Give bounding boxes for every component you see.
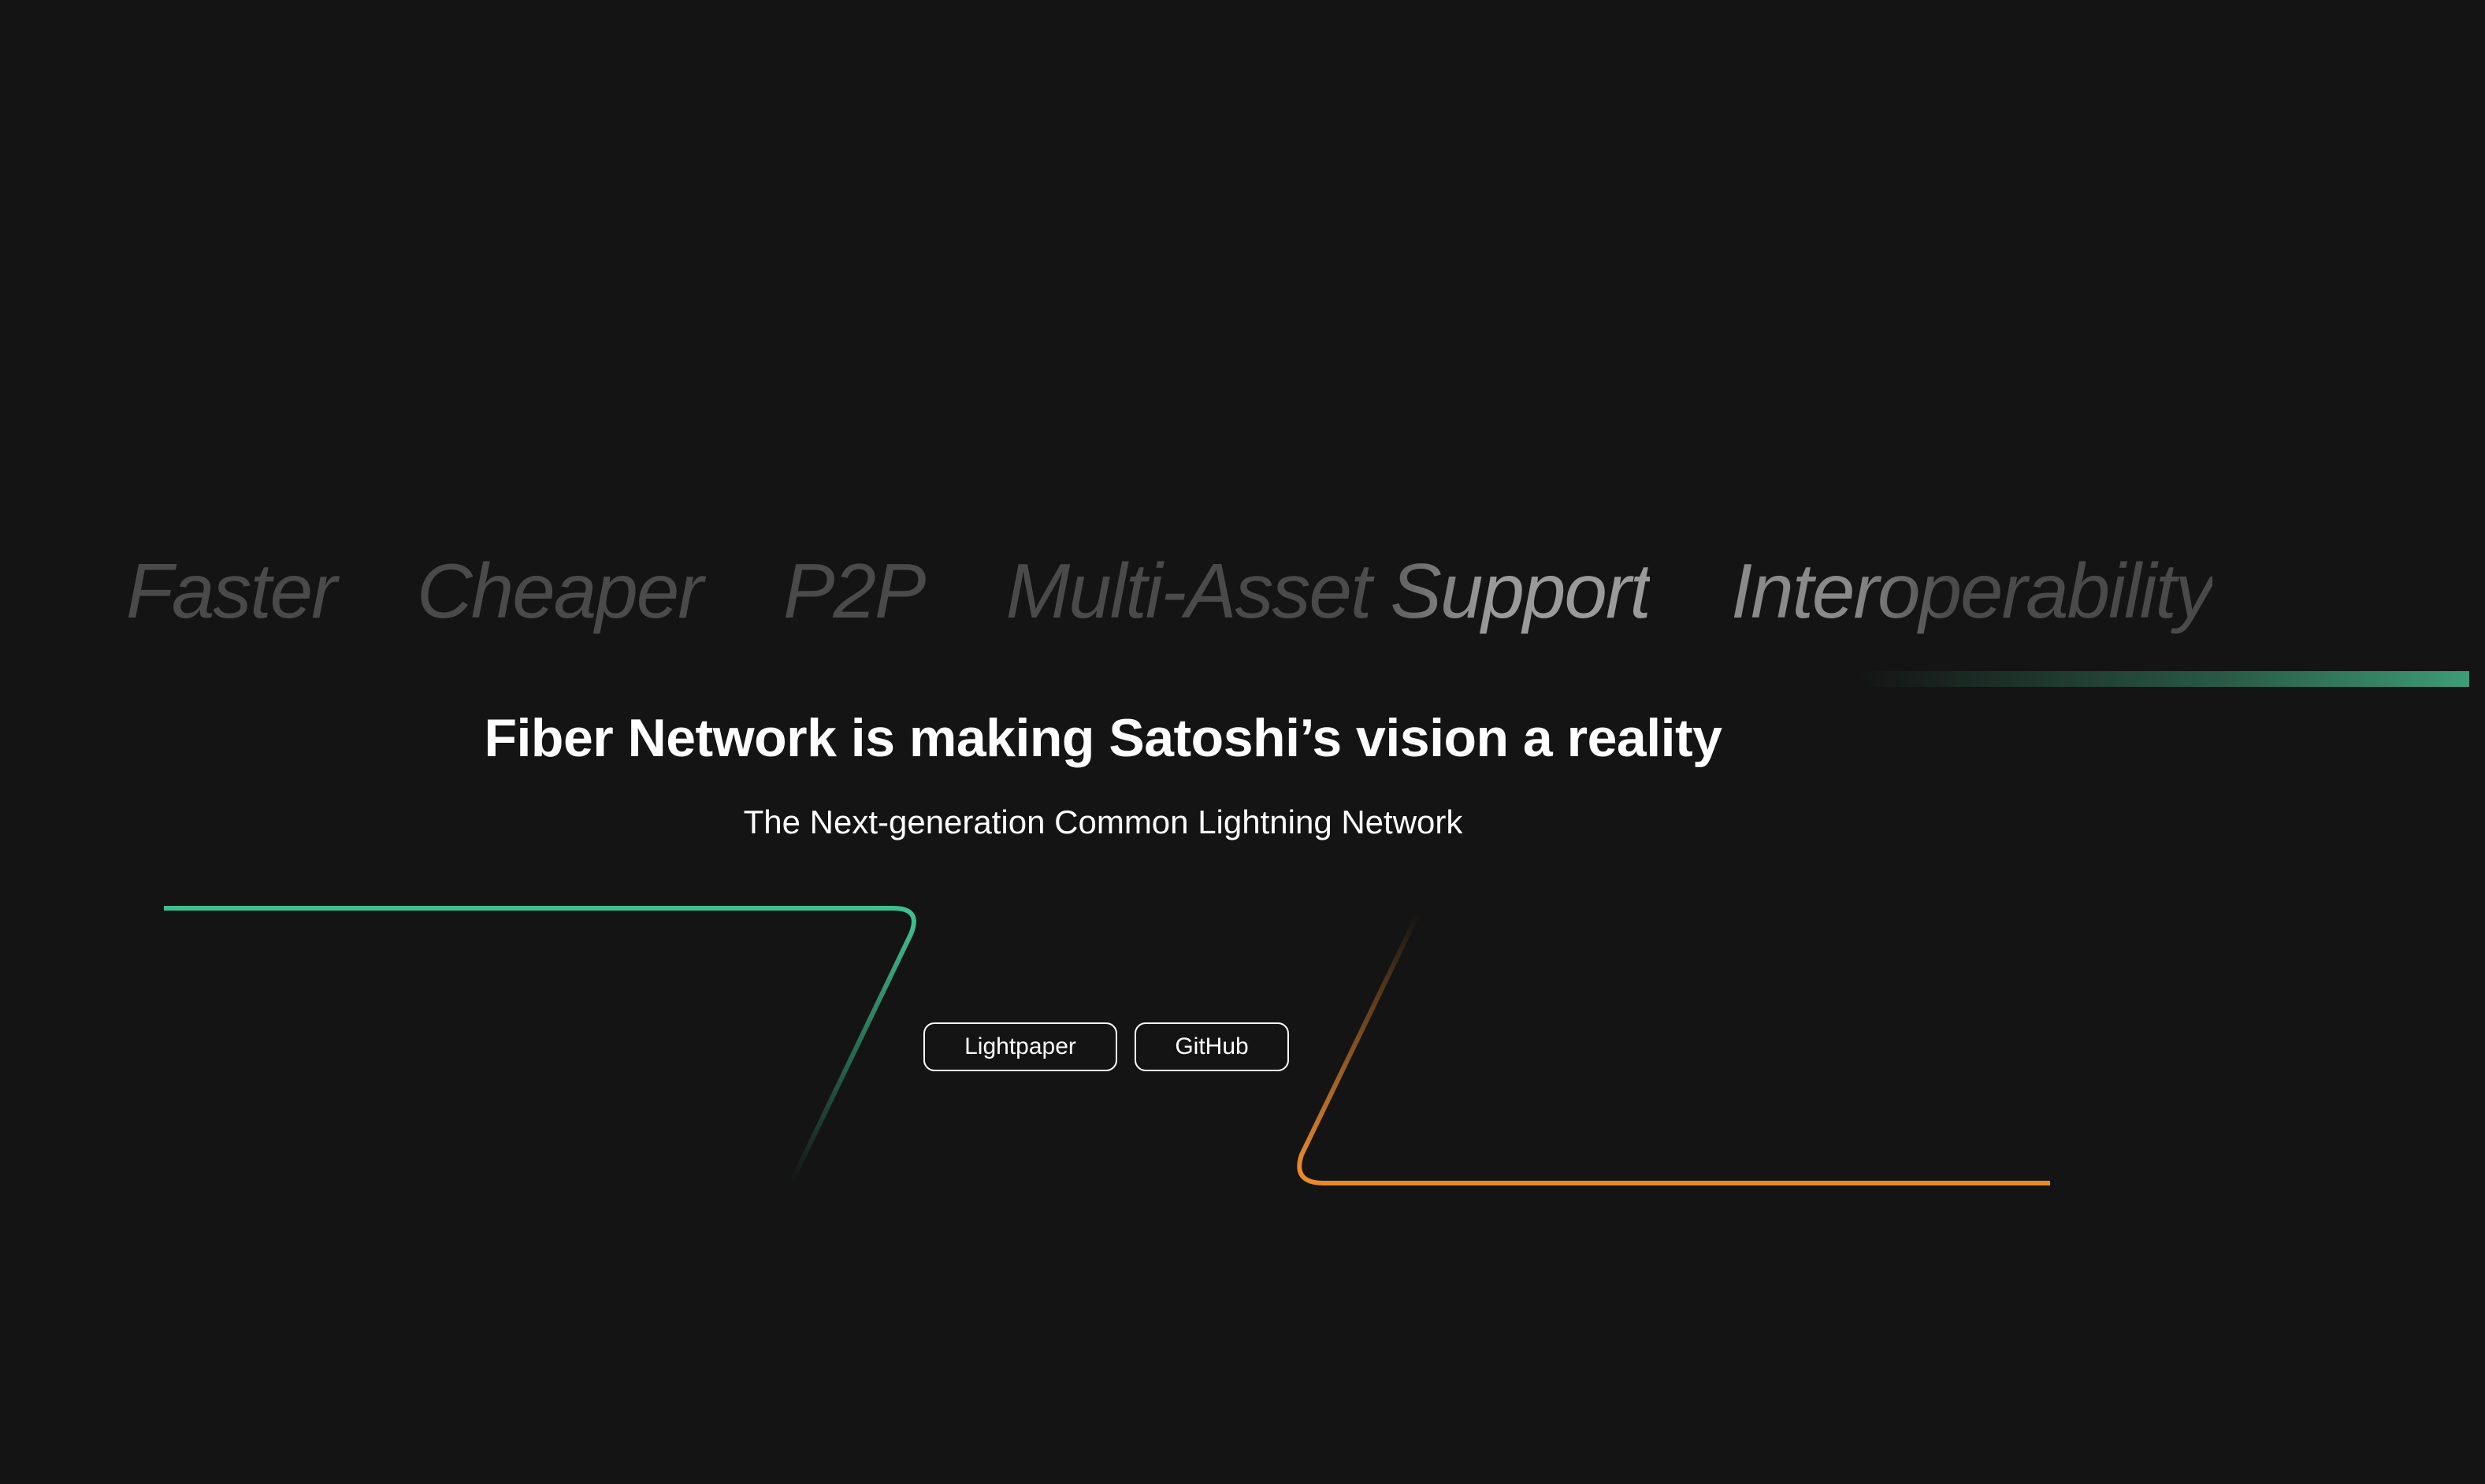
feature-marquee: Faster Cheaper P2P Multi-Asset Support I… bbox=[126, 536, 2411, 646]
marquee-progress-bar bbox=[1859, 671, 2469, 687]
hero-headline: Fiber Network is making Satoshi’s vision… bbox=[484, 708, 1722, 768]
hero-actions: Lightpaper GitHub bbox=[923, 1022, 1289, 1071]
marquee-word-interoperability: Interoperability bbox=[1731, 536, 2214, 646]
orange-accent-line bbox=[1297, 911, 2052, 1185]
lightpaper-button[interactable]: Lightpaper bbox=[923, 1022, 1117, 1071]
marquee-word-faster: Faster bbox=[126, 547, 337, 634]
marquee-word-cheaper: Cheaper bbox=[416, 547, 704, 634]
marquee-word-p2p: P2P bbox=[783, 547, 926, 634]
green-accent-line bbox=[162, 906, 916, 1184]
marquee-word-multi-asset-support: Multi-Asset Support bbox=[1006, 536, 1651, 646]
hero-subline: The Next-generation Common Lightning Net… bbox=[743, 803, 1463, 840]
github-button[interactable]: GitHub bbox=[1135, 1022, 1289, 1071]
